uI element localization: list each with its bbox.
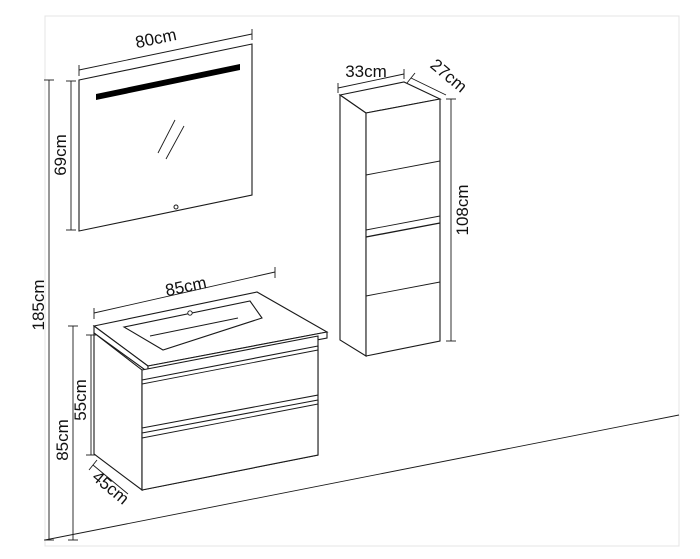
dimension-column-height: 108cm xyxy=(446,98,472,342)
floor-to-top-label: 85cm xyxy=(53,419,72,461)
reflection-lines-icon xyxy=(157,119,185,160)
dimension-column-width: 33cm xyxy=(337,62,405,93)
vanity-height-label: 55cm xyxy=(71,379,90,421)
frame-border xyxy=(44,15,680,547)
drawer-top xyxy=(141,345,319,429)
mirror-height-label: 69cm xyxy=(51,134,70,176)
basin-bowl xyxy=(122,300,263,351)
basin-width-label: 85cm xyxy=(164,273,209,300)
drawer-bottom xyxy=(141,399,319,491)
dimension-total-height: 185cm xyxy=(29,79,54,541)
sensor-dot-icon xyxy=(173,204,179,210)
column-cabinet xyxy=(338,81,442,357)
mirror xyxy=(78,43,253,232)
dimension-mirror-height: 69cm xyxy=(51,80,76,231)
column-width-label: 33cm xyxy=(345,62,387,81)
total-height-label: 185cm xyxy=(29,279,48,330)
mirror-light-strip xyxy=(96,64,240,100)
column-height-label: 108cm xyxy=(453,184,472,235)
mirror-width-label: 80cm xyxy=(134,25,179,52)
drain-hole xyxy=(187,310,193,316)
dimension-floor-to-top: 85cm xyxy=(53,325,78,541)
dimension-vanity-height: 55cm xyxy=(71,334,96,456)
column-depth-label: 27cm xyxy=(427,55,471,96)
vanity-unit xyxy=(92,291,329,492)
floor-line xyxy=(44,414,680,541)
